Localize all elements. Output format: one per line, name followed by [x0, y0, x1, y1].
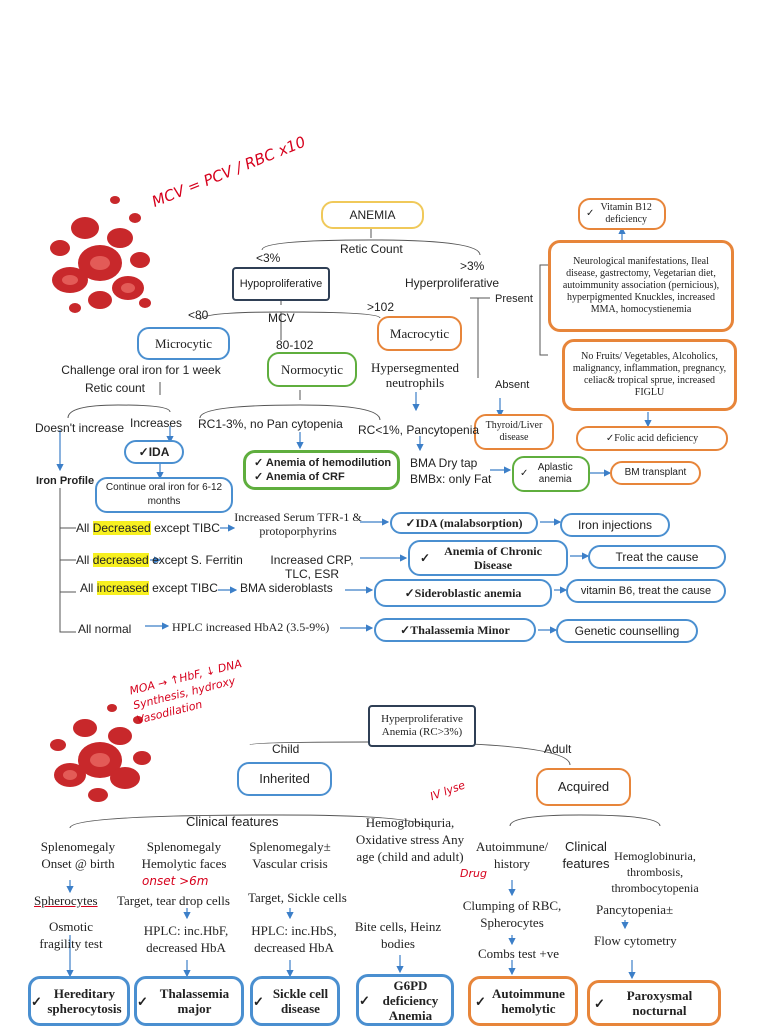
- hypoproliferative-node: Hypoproliferative: [232, 267, 330, 301]
- gt3-label: >3%: [460, 259, 485, 273]
- autoimmune-history-label: Autoimmune/ history: [475, 839, 549, 871]
- continue-iron-node: Continue oral iron for 6-12 months: [95, 477, 233, 513]
- except-tibc-label: except TIBC: [152, 581, 218, 595]
- inherited-node: Inherited: [237, 762, 332, 796]
- autoimmune-hemolytic-node: Autoimmune hemolytic: [468, 976, 578, 1026]
- folate-causes-node: No Fruits/ Vegetables, Alcoholics, malig…: [562, 339, 737, 411]
- target-sickle-label: Target, Sickle cells: [248, 890, 347, 905]
- sideroblastic-node: Sideroblastic anemia: [374, 579, 552, 607]
- increased-highlight: increased: [96, 581, 149, 595]
- all-label: All: [80, 581, 94, 595]
- child-label: Child: [272, 742, 300, 756]
- hyperproliferative-anemia-node: Hyperproliferative Anemia (RC>3%): [368, 705, 476, 747]
- decreased-highlight: Decreased: [92, 521, 151, 535]
- bma-findings-label: BMA Dry tap BMBx: only Fat: [410, 455, 491, 487]
- all-label: All: [76, 521, 90, 535]
- doesnt-increase-label: Doesn't increase: [35, 421, 125, 435]
- lt3-label: <3%: [256, 251, 281, 265]
- acquired-node: Acquired: [536, 768, 631, 806]
- iron-injections-node: Iron injections: [560, 513, 670, 537]
- gt102-label: >102: [367, 300, 395, 314]
- thyroid-liver-node: Thyroid/Liver disease: [474, 414, 554, 450]
- except-ferritin-label: except S. Ferritin: [152, 553, 243, 567]
- aplastic-anemia-node: Aplastic anemia: [512, 456, 590, 492]
- hplc-hba2-label: HPLC increased HbA2 (3.5-9%): [172, 620, 330, 634]
- lt80-label: <80: [188, 308, 209, 322]
- vitamin-b12-node: Vitamin B12 deficiency: [578, 198, 666, 230]
- row-decreased-tibc: All Decreased except TIBC: [76, 521, 220, 536]
- retic-count-label: Retic Count: [340, 242, 403, 256]
- macrocytic-node: Macrocytic: [377, 316, 462, 351]
- retic-count-2-label: Retic count: [84, 381, 146, 395]
- red-blood-cells-image: [50, 196, 151, 313]
- anemia-chronic-node: Anemia of Chronic Disease: [408, 540, 568, 576]
- sickle-cell-node: Sickle cell disease: [250, 976, 340, 1026]
- pnh-node: Paroxysmal nocturnal: [587, 980, 721, 1026]
- b12-causes-node: Neurological manifestations, Ileal disea…: [548, 240, 734, 332]
- row-increased-tibc: All increased except TIBC: [80, 581, 218, 596]
- col1-label: Splenomegaly Onset @ birth: [40, 839, 116, 871]
- hereditary-spherocytosis-node: Hereditary spherocytosis: [28, 976, 130, 1026]
- inc-tfr-label: Increased Serum TFR-1 & protoporphyrins: [234, 510, 362, 538]
- thalassemia-minor-node: Thalassemia Minor: [374, 618, 536, 642]
- spherocytes-label: Spherocytes: [34, 893, 98, 908]
- challenge-iron-label: Challenge oral iron for 1 week: [61, 363, 221, 377]
- folic-acid-node: Folic acid deficiency: [576, 426, 728, 451]
- adult-label: Adult: [544, 742, 572, 756]
- combs-test-label: Combs test +ve: [478, 946, 559, 961]
- bmbx-fat-label: BMBx: only Fat: [410, 472, 492, 486]
- anemia-node: ANEMIA: [321, 201, 424, 229]
- bm-transplant-node: BM transplant: [610, 461, 701, 485]
- col3-label: Splenomegaly± Vascular crisis: [249, 839, 331, 871]
- bma-sideroblasts-label: BMA sideroblasts: [240, 581, 333, 595]
- pancytopenia-label: Pancytopenia±: [596, 902, 674, 917]
- anemia-hemodilution-item: Anemia of hemodilution: [254, 456, 391, 470]
- increases-label: Increases: [130, 416, 183, 430]
- hyperproliferative-label: Hyperproliferative: [405, 276, 500, 290]
- onset-note: onset >6m: [142, 874, 209, 888]
- anemia-crf-item: Anemia of CRF: [254, 470, 345, 484]
- rc-lt1-label: RC<1%, Pancytopenia: [358, 423, 480, 437]
- decreased-highlight: decreased: [92, 553, 149, 567]
- absent-label: Absent: [495, 379, 530, 391]
- flow-cytometry-label: Flow cytometry: [594, 933, 677, 948]
- present-label: Present: [495, 293, 533, 305]
- clinical-features-2-label: Clinical features: [562, 839, 610, 871]
- all-label: All: [76, 553, 90, 567]
- ida-malabsorption-node: IDA (malabsorption): [390, 512, 538, 534]
- g6pd-node: G6PD deficiency Anemia: [356, 974, 454, 1026]
- hplc-hbf-label: HPLC: inc.HbF, decreased HbA: [143, 923, 229, 955]
- genetic-counselling-node: Genetic counselling: [556, 619, 698, 643]
- normocytic-node: Normocytic: [267, 352, 357, 387]
- red-blood-cells-image: [50, 704, 151, 802]
- target-tear-label: Target, tear drop cells: [117, 893, 230, 908]
- mcv-label: MCV: [268, 311, 295, 325]
- mcv-80-102-label: 80-102: [276, 338, 314, 352]
- drug-note: Drug: [460, 867, 487, 880]
- normocytic-causes-node: Anemia of hemodilution Anemia of CRF: [243, 450, 400, 490]
- except-tibc-label: except TIBC: [154, 521, 220, 535]
- rc1-3-label: RC1-3%, no Pan cytopenia: [198, 417, 343, 431]
- vitamin-b6-node: vitamin B6, treat the cause: [566, 579, 726, 603]
- col2-label: Splenomegaly Hemolytic faces: [141, 839, 227, 871]
- clumping-label: Clumping of RBC, Spherocytes: [462, 898, 562, 930]
- hplc-hbs-label: HPLC: inc.HbS, decreased HbA: [251, 923, 337, 955]
- iron-profile-label: Iron Profile: [36, 475, 95, 487]
- clinical-features-label: Clinical features: [186, 814, 279, 829]
- hypersegmented-label: Hypersegmented neutrophils: [370, 360, 460, 390]
- hemoglobinuria-2-label: Hemoglobinuria, thrombosis, thrombocytop…: [611, 849, 699, 895]
- microcytic-node: Microcytic: [137, 327, 230, 360]
- all-normal-label: All normal: [78, 622, 132, 636]
- ida-node: IDA: [124, 440, 184, 464]
- bite-cells-label: Bite cells, Heinz bodies: [354, 919, 442, 951]
- osmotic-label: Osmotic fragility test: [39, 919, 103, 951]
- inc-crp-label: Increased CRP, TLC, ESR: [270, 553, 354, 581]
- treat-cause-node: Treat the cause: [588, 545, 726, 569]
- col4-label: Hemoglobinuria, Oxidative stress Any age…: [355, 815, 465, 864]
- row-decreased-ferritin: All decreased except S. Ferritin: [76, 553, 243, 568]
- bma-dry-tap-label: BMA Dry tap: [410, 456, 478, 470]
- thalassemia-major-node: Thalassemia major: [134, 976, 244, 1026]
